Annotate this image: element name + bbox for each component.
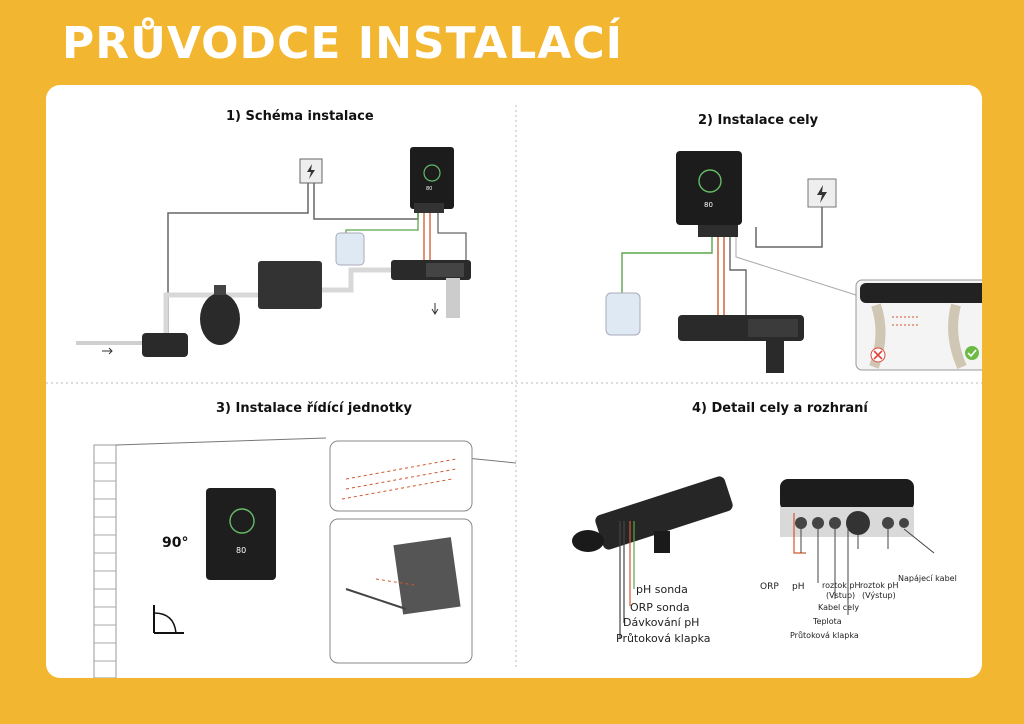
page-title: PRŮVODCE INSTALACÍ (62, 18, 624, 69)
section-4-title: 4) Detail cely a rozhraní (692, 401, 868, 416)
bolt-icon (817, 185, 827, 203)
cell-label-ph-sonda: pH sonda (636, 583, 688, 596)
iface-label-vstup: (Vstup) (826, 591, 856, 600)
section-2-title: 2) Instalace cely (698, 113, 819, 128)
chemical-tank (605, 292, 641, 336)
section-3-title: 3) Instalace řídící jednotky (216, 401, 413, 416)
cell-detail-diagram (572, 476, 935, 639)
sand-filter (200, 293, 240, 345)
cell-label-orp-sonda: ORP sonda (630, 601, 690, 614)
screws-inset (329, 440, 473, 512)
angle-label: 90° (162, 535, 189, 551)
iface-label-teplota: Teplota (813, 617, 842, 626)
pump (142, 333, 188, 357)
controller-interface (780, 479, 914, 537)
section-dividers (46, 105, 982, 670)
iface-label-roztok-vystup: roztok pH (860, 581, 899, 590)
controller-display-value: 80 (236, 546, 246, 555)
controller-unit (410, 147, 454, 209)
chemical-tank (335, 232, 365, 266)
controller-display-value: 80 (426, 186, 432, 192)
iface-label-napajeci: Napájecí kabel (898, 574, 957, 583)
iface-label-ph: pH (792, 582, 805, 592)
iface-label-orp: ORP (760, 582, 779, 592)
cell-body (572, 476, 733, 553)
schema-diagram: 80 (76, 147, 471, 357)
iface-label-roztok-vstup: roztok pH (822, 581, 861, 590)
iface-label-vystup: (Výstup) (862, 591, 896, 600)
check-icon (965, 346, 979, 360)
section-1-title: 1) Schéma instalace (226, 109, 374, 124)
cell-label-prutokova: Průtoková klapka (616, 632, 711, 645)
cell-label-davkovani: Dávkování pH (623, 616, 700, 629)
controller-display-value: 80 (704, 201, 713, 209)
controller-unit (676, 151, 742, 225)
cross-icon (870, 347, 886, 363)
controller-unit (206, 488, 276, 580)
brick-wall (93, 444, 117, 678)
heat-pump (258, 261, 322, 309)
iface-label-kabel-cely: Kabel cely (818, 603, 860, 612)
bolt-icon (307, 164, 315, 179)
guide-card: 1) Schéma instalace 2) Instalace cely 3)… (46, 85, 982, 678)
cell-install-diagram: 80 (605, 151, 982, 373)
mounting-diagram: 80 (93, 437, 516, 678)
iface-label-prutokova: Průtoková klapka (790, 631, 859, 640)
